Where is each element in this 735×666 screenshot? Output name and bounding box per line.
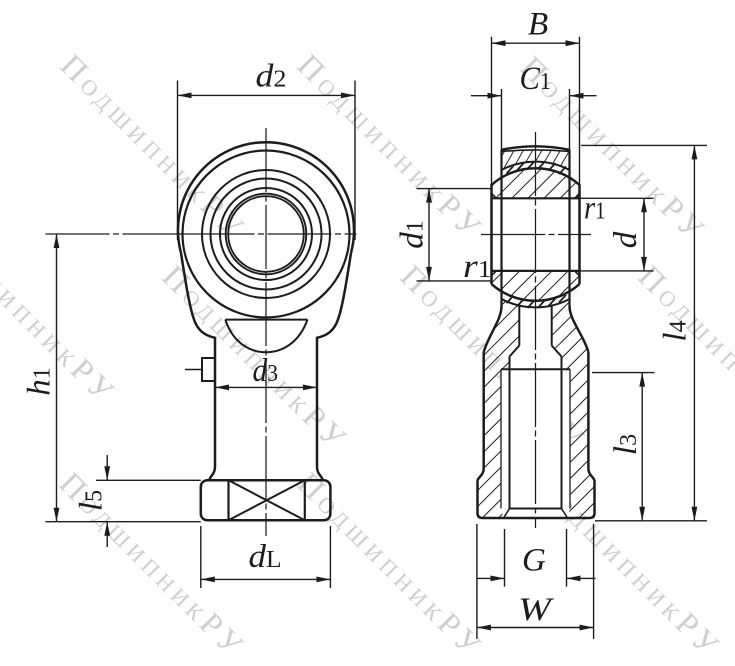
svg-text:W: W [518, 592, 554, 628]
svg-text:r1: r1 [584, 190, 606, 226]
svg-text:d1: d1 [395, 220, 431, 249]
svg-text:l4: l4 [658, 320, 694, 341]
svg-text:d: d [608, 231, 644, 248]
svg-text:l5: l5 [74, 490, 110, 511]
svg-text:B: B [528, 7, 548, 43]
svg-text:G: G [522, 543, 546, 579]
svg-text:l3: l3 [608, 434, 644, 455]
